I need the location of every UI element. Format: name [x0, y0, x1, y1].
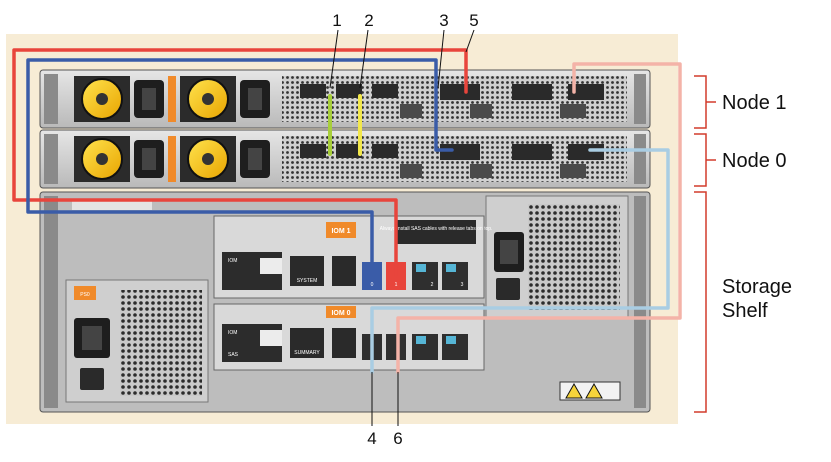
iom-1-port-2-label: 2 — [431, 282, 434, 288]
iom-1-label: IOM 1 — [331, 228, 350, 235]
node-0-fan-right — [180, 136, 236, 182]
node-1-fan-right — [180, 76, 236, 122]
iom-0-sas-text: SAS — [228, 352, 239, 358]
label-node-0: Node 0 — [722, 150, 787, 172]
iom-1-iom-text: IOM — [228, 258, 237, 264]
callout-4: 4 — [367, 429, 376, 448]
iom-0-port-1 — [386, 334, 406, 360]
label-node-1: Node 1 — [722, 92, 787, 114]
storage-shelf-chassis: PS0 IOM 1 Always install SAS cables with… — [40, 192, 650, 412]
callout-3: 3 — [439, 11, 448, 30]
label-storage: Storage — [722, 276, 792, 298]
iom-0-iom-text: IOM — [228, 330, 237, 336]
iom-1-port-0-label: 0 — [371, 282, 374, 288]
iom-1-module: IOM 1 Always install SAS cables with rel… — [214, 216, 492, 298]
iom-1-port-3-label: 3 — [461, 282, 464, 288]
iom-0-label: IOM 0 — [331, 310, 350, 317]
callout-1: 1 — [332, 11, 341, 30]
iom-0-module: IOM 0 IOM SAS SUMMARY — [214, 304, 484, 370]
node-0-chassis — [40, 130, 650, 188]
section-brackets — [694, 76, 716, 412]
callout-6: 6 — [393, 429, 402, 448]
iom-0-summary-text: SUMMARY — [294, 350, 320, 356]
node-1-chassis — [40, 70, 650, 128]
label-shelf: Shelf — [722, 300, 768, 322]
iom-1-system-text: SYSTEM — [297, 278, 318, 284]
iom-1-port-1-label: 1 — [395, 282, 398, 288]
node-0-fan-left — [74, 136, 130, 182]
psu-label: PS0 — [80, 292, 90, 298]
callout-5: 5 — [469, 11, 478, 30]
node-1-fan-left — [74, 76, 130, 122]
callout-2: 2 — [364, 11, 373, 30]
